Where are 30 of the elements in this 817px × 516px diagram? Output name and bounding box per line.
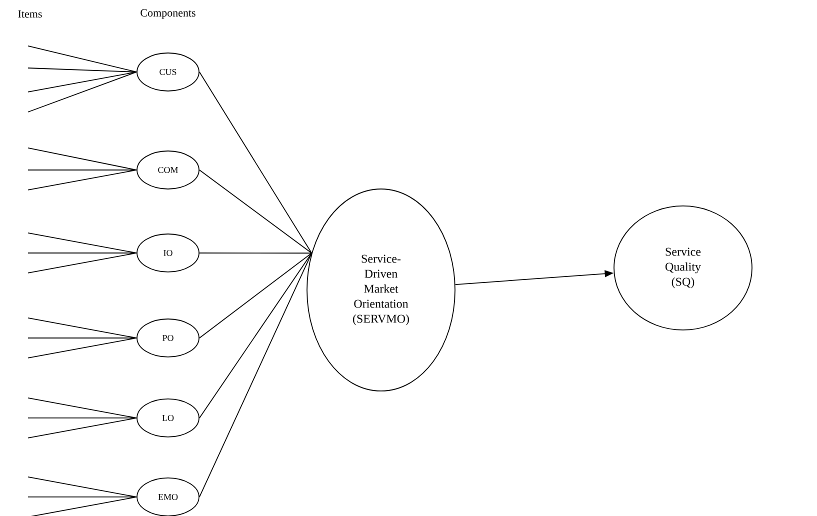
column-heading: Items (18, 10, 42, 18)
item-line (28, 252, 137, 254)
item-line (28, 418, 137, 438)
ellipse-node: IO (136, 234, 200, 272)
ellipse-node: LO (136, 398, 200, 438)
ellipse-node: CUS (136, 52, 200, 92)
item-line (28, 68, 137, 72)
connector-line (199, 72, 312, 254)
ellipse-node: Service Quality (SQ) (614, 206, 752, 330)
column-heading: Components (140, 9, 196, 19)
item-line (28, 232, 137, 254)
item-line (28, 72, 137, 112)
ellipse-node: PO (136, 318, 200, 358)
item-line (28, 72, 137, 92)
connector-line (199, 170, 312, 254)
item-line (28, 496, 137, 498)
item-line (28, 148, 137, 170)
ellipse-node: Service-Driven Market Orientation (SERVMO) (306, 188, 456, 392)
item-line (28, 338, 137, 358)
ellipse-node: COM (136, 150, 200, 190)
item-line (28, 170, 137, 190)
connector-line (199, 252, 312, 338)
item-line (28, 398, 137, 418)
connector-line (199, 252, 312, 498)
item-line (28, 318, 137, 338)
connector-line (199, 252, 312, 418)
item-line (28, 252, 137, 274)
connector-line (199, 252, 312, 254)
item-line (28, 476, 137, 498)
item-line (28, 46, 137, 72)
